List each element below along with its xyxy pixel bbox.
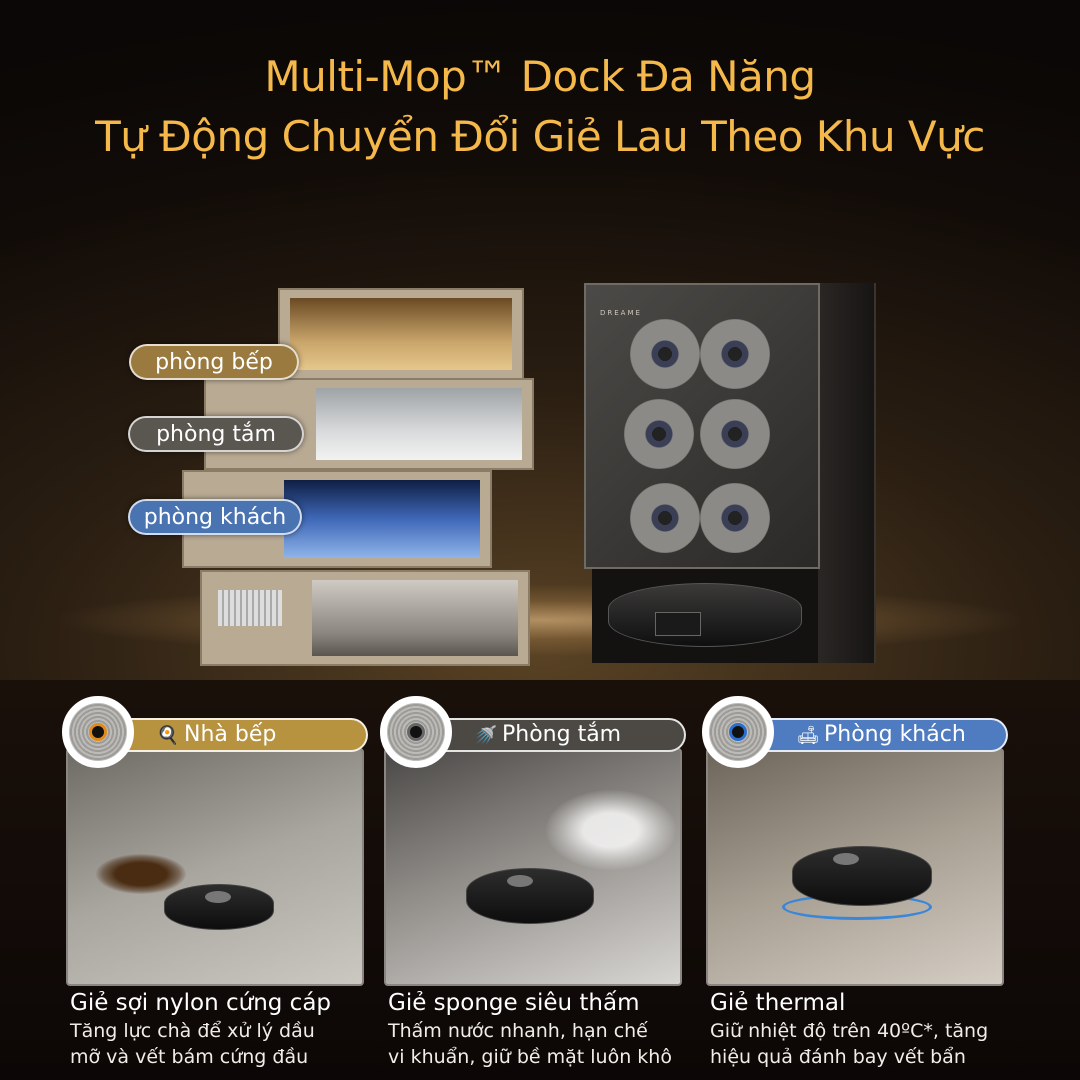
card-tab: 🛋Phòng khách [754,718,1008,752]
house-cutaway-illustration [182,288,540,668]
vent-grille [218,590,282,626]
pad-hub [729,723,747,741]
bathroom-photo [384,748,682,986]
kitchen-room-scene [290,298,512,370]
robot-vacuum [164,884,274,930]
dock-logo: DREAME [600,309,642,317]
pad-hub [89,723,107,741]
robot-vacuum-docked [608,583,802,647]
feature-card-bathroom: 🚿Phòng tắm Giẻ sponge siêu thấm Thấm nướ… [380,696,710,1076]
robot-sensor-window [655,612,701,636]
mop-pad [630,319,700,389]
card-title: Giẻ thermal [710,990,846,1016]
kitchen-photo [66,748,364,986]
card-desc-line-2: hiệu quả đánh bay vết bẩn [710,1046,966,1068]
water-splash [546,790,676,870]
tab-label: Phòng tắm [502,722,622,747]
garage-floor [200,570,530,666]
kitchen-floor [278,288,524,380]
card-title: Giẻ sponge siêu thấm [388,990,640,1016]
dock-transparent-body: DREAME [584,283,820,569]
mop-pad [700,483,770,553]
card-title: Giẻ sợi nylon cứng cáp [70,990,332,1016]
mop-pad-stack [624,315,784,565]
living-room-scene [284,480,480,558]
card-desc-line-2: mỡ và vết bám cứng đầu [70,1046,309,1068]
mop-pad [700,399,770,469]
card-caption: Giẻ thermal Giữ nhiệt độ trên 40ºC*, tăn… [710,988,1032,1070]
label-living-room: phòng khách [128,499,302,535]
feature-card-living-room: 🛋Phòng khách Giẻ thermal Giữ nhiệt độ tr… [702,696,1032,1076]
pad-hub [407,723,425,741]
garage-room-scene [312,580,518,656]
mop-pad [624,399,694,469]
horizon-glow [0,560,1080,680]
shower-icon: 🚿 [474,725,498,746]
tab-label: Phòng khách [824,722,966,747]
tab-label: Nhà bếp [184,722,277,747]
mop-pad [700,319,770,389]
mop-pad [630,483,700,553]
label-kitchen: phòng bếp [129,344,299,380]
card-desc-line-1: Thấm nước nhanh, hạn chế [388,1020,648,1042]
lidar-turret [205,891,231,903]
feature-card-kitchen: 🍳Nhà bếp Giẻ sợi nylon cứng cáp Tăng lực… [62,696,392,1076]
lidar-turret [507,875,533,887]
bathroom-floor [204,378,534,470]
grease-stain [96,854,186,894]
card-desc-line-1: Giữ nhiệt độ trên 40ºC*, tăng [710,1020,989,1042]
living-room-photo [706,748,1004,986]
dock-side-panel [818,283,876,663]
card-tab: 🍳Nhà bếp [114,718,368,752]
mop-pad-badge [380,696,452,768]
mop-pad-badge [702,696,774,768]
card-tab: 🚿Phòng tắm [432,718,686,752]
sofa-icon: 🛋 [796,725,820,746]
headline-line-2: Tự Động Chuyển Đổi Giẻ Lau Theo Khu Vực [95,112,985,161]
robot-vacuum [792,846,932,906]
card-caption: Giẻ sợi nylon cứng cáp Tăng lực chà để x… [70,988,392,1070]
card-desc-line-2: vi khuẩn, giữ bề mặt luôn khô [388,1046,672,1068]
mop-pad-badge [62,696,134,768]
card-desc-line-1: Tăng lực chà để xử lý dầu [70,1020,315,1042]
lidar-turret [833,853,859,865]
robot-vacuum [466,868,594,924]
label-bathroom: phòng tắm [128,416,304,452]
headline-line-1: Multi-Mop™ Dock Đa Năng [264,52,816,101]
bathroom-room-scene [316,388,522,460]
pan-icon: 🍳 [156,725,180,746]
multi-mop-dock: DREAME [584,283,876,663]
card-caption: Giẻ sponge siêu thấm Thấm nước nhanh, hạ… [388,988,710,1070]
